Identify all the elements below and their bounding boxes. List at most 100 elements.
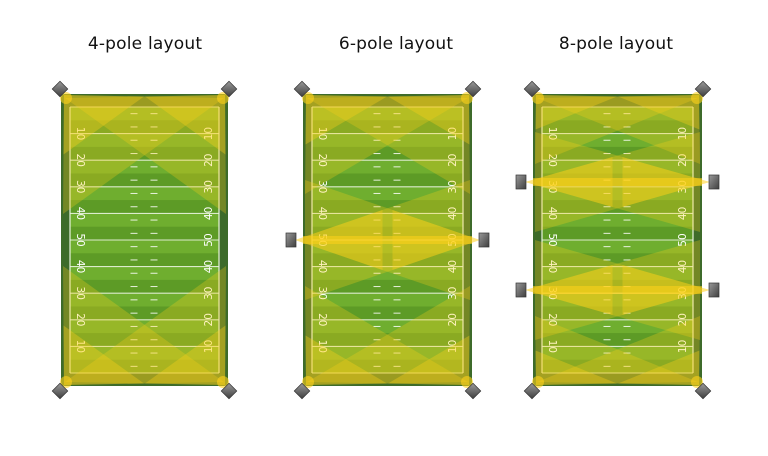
- yard-number-left: 10: [316, 127, 328, 140]
- field-stripe: [542, 240, 693, 254]
- yard-number-right: 30: [203, 287, 215, 300]
- light-pole-icon: [285, 232, 297, 248]
- field-stripe: [312, 213, 463, 228]
- light-pole-icon: [464, 80, 482, 98]
- light-beams: [60, 92, 229, 388]
- light-beam: [65, 95, 226, 214]
- field-stripe: [70, 160, 219, 174]
- field-stripe: [542, 266, 693, 281]
- light-glow: [461, 376, 473, 388]
- yard-number-left: 20: [546, 154, 558, 167]
- field-stripe: [312, 333, 463, 347]
- yard-number-left: 40: [316, 207, 328, 220]
- light-pole-icon: [708, 282, 720, 298]
- yard-number-left: 10: [74, 340, 86, 353]
- light-beam: [537, 316, 700, 385]
- light-beam: [305, 335, 387, 385]
- field-stripe: [542, 306, 693, 321]
- field-stripe: [70, 200, 219, 214]
- field-stripe: [542, 253, 693, 268]
- light-beam: [63, 266, 224, 385]
- field-stripe: [70, 226, 219, 241]
- yard-number-right: 40: [447, 207, 459, 220]
- yard-number-left: 30: [74, 287, 86, 300]
- field-stripe: [312, 359, 463, 374]
- yard-number-right: 10: [677, 127, 689, 140]
- yard-number-right: 40: [203, 207, 215, 220]
- field-stripe: [542, 226, 693, 241]
- yard-number-left: 20: [74, 313, 86, 326]
- light-pole-icon: [694, 80, 712, 98]
- yard-number-right: 20: [203, 313, 215, 326]
- layout-title-4-pole: 4-pole layout: [87, 34, 203, 54]
- yard-number-right: 40: [677, 207, 689, 220]
- light-pole-icon: [51, 80, 69, 98]
- light-beam: [63, 95, 144, 155]
- light-glow: [532, 92, 544, 104]
- light-pole-icon: [694, 382, 712, 400]
- yard-number-right: 10: [677, 340, 689, 353]
- light-glow: [302, 376, 314, 388]
- light-beam-band: [533, 178, 702, 186]
- light-pole-icon: [293, 80, 311, 98]
- field-stripe: [312, 306, 463, 321]
- field-stripe: [542, 333, 693, 347]
- field-stripe: [542, 107, 693, 121]
- yard-number-right: 40: [677, 260, 689, 273]
- light-beam: [618, 95, 700, 130]
- field-stripe: [312, 133, 463, 148]
- field-stripe: [70, 346, 219, 361]
- field-stripe: [312, 146, 463, 161]
- light-pole-icon: [478, 232, 490, 248]
- light-poles: [285, 80, 490, 400]
- layout-title-8-pole: 8-pole layout: [558, 34, 674, 54]
- light-beams: [525, 92, 710, 388]
- light-beam: [618, 350, 700, 385]
- light-glow: [691, 92, 703, 104]
- field-stripe: [70, 279, 219, 294]
- field-stripe: [542, 319, 693, 334]
- yard-number-right: 10: [203, 127, 215, 140]
- light-pole-icon: [220, 382, 238, 400]
- field-stripe: [542, 213, 693, 228]
- yard-number-left: 10: [546, 127, 558, 140]
- yard-number-left: 30: [74, 180, 86, 193]
- light-glow: [60, 376, 72, 388]
- field-stripe: [312, 160, 463, 174]
- yard-number-left: 40: [74, 260, 86, 273]
- field-stripe: [70, 146, 219, 161]
- yard-number-right: 30: [447, 180, 459, 193]
- field-stripe: [70, 120, 219, 135]
- field-stripe: [312, 279, 463, 294]
- field-stripe: [312, 200, 463, 214]
- field-stripe: [70, 173, 219, 188]
- light-glow: [217, 92, 229, 104]
- yard-number-right: 50: [677, 233, 689, 246]
- light-poles: [515, 80, 720, 400]
- field-stripe: [70, 133, 219, 148]
- light-pole-icon: [515, 282, 527, 298]
- light-beam: [535, 316, 698, 385]
- yard-number-left: 50: [546, 233, 558, 246]
- field-stripe: [542, 200, 693, 214]
- yard-number-left: 30: [316, 287, 328, 300]
- field-stripe: [542, 133, 693, 148]
- light-beam: [307, 95, 470, 194]
- light-beam: [535, 95, 698, 164]
- yard-number-right: 20: [447, 313, 459, 326]
- yard-number-right: 10: [447, 127, 459, 140]
- yard-number-right: 10: [203, 340, 215, 353]
- light-pole-icon: [220, 80, 238, 98]
- light-pole-icon: [293, 382, 311, 400]
- light-beam: [537, 95, 700, 164]
- light-glow: [461, 92, 473, 104]
- field-stripe: [312, 319, 463, 334]
- yard-number-right: 30: [447, 287, 459, 300]
- field-stripe: [312, 173, 463, 188]
- yard-number-left: 10: [74, 127, 86, 140]
- yard-number-left: 20: [316, 313, 328, 326]
